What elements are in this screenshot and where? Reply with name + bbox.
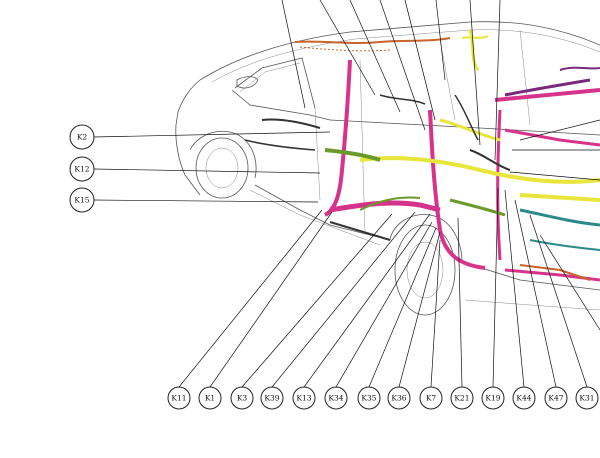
callout-k44: K44 (512, 386, 536, 410)
callout-k13: K13 (292, 386, 316, 410)
callout-label: K2 (77, 133, 88, 142)
callout-label: K39 (264, 394, 279, 403)
callout-label: K34 (328, 394, 343, 403)
callout-k35: K35 (357, 386, 381, 410)
callout-label: K21 (454, 394, 469, 403)
vehicle-body-outline (175, 21, 600, 316)
callout-label: K35 (361, 394, 376, 403)
wiring-harness (244, 29, 600, 282)
callout-k34: K34 (324, 386, 348, 410)
callout-label: K31 (579, 394, 594, 403)
callout-label: K36 (391, 394, 406, 403)
callout-k19: K19 (481, 386, 505, 410)
callout-k1: K1 (198, 386, 222, 410)
callout-label: K13 (296, 394, 311, 403)
callout-label: K47 (548, 394, 563, 403)
leader-lines (93, 0, 600, 388)
callout-label: K44 (516, 394, 531, 403)
callout-k11: K11 (167, 386, 191, 410)
callout-k21: K21 (450, 386, 474, 410)
callout-k47: K47 (544, 386, 568, 410)
callout-label: K7 (426, 394, 437, 403)
callout-label: K3 (237, 394, 248, 403)
callout-k39: K39 (260, 386, 284, 410)
callout-label: K15 (74, 196, 89, 205)
callout-k2: K2 (69, 124, 95, 150)
callout-label: K12 (74, 165, 89, 174)
callout-k7: K7 (419, 386, 443, 410)
callout-k12: K12 (69, 156, 95, 182)
callout-label: K11 (171, 394, 186, 403)
callout-label: K19 (485, 394, 500, 403)
callout-k3: K3 (230, 386, 254, 410)
callout-k15: K15 (69, 187, 95, 213)
callout-k36: K36 (387, 386, 411, 410)
callout-k31: K31 (575, 386, 599, 410)
callout-label: K1 (205, 394, 215, 403)
